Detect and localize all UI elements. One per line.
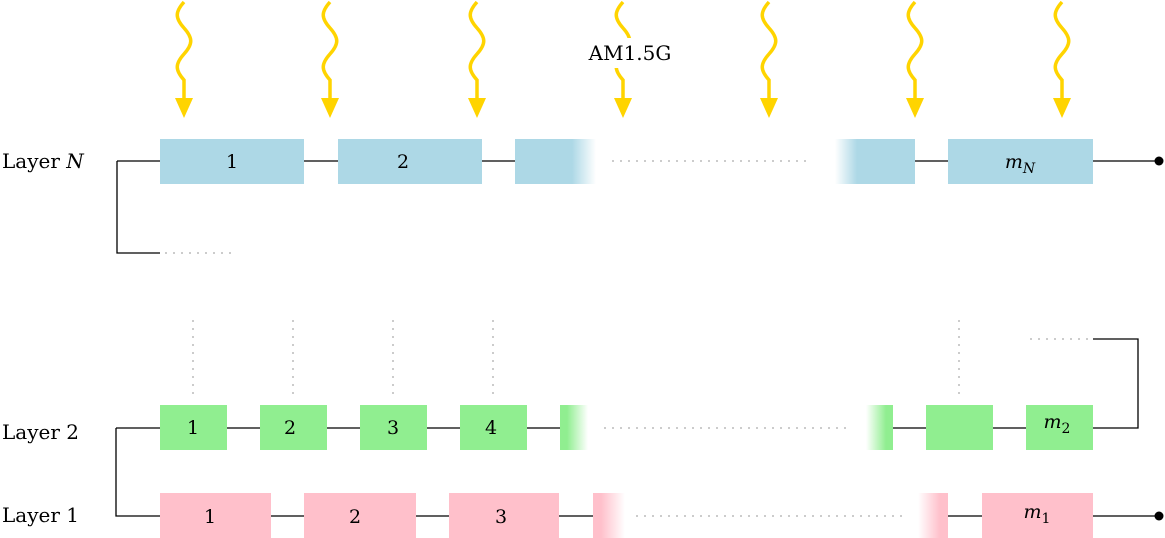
layer-n-cell-fade [835, 139, 857, 184]
layer-n-cell-label: 1 [226, 151, 238, 173]
layer-2-cell-label: 2 [284, 417, 296, 439]
layer-n-cell-label: 2 [397, 151, 409, 173]
layer-2-cell [360, 405, 427, 450]
photon-arrow-icon [321, 0, 339, 118]
layer-n-cell-fade [572, 139, 596, 184]
layer-1-cell-fade [918, 493, 940, 538]
layer-2-cell [926, 405, 993, 450]
photon-arrow-icon [760, 0, 778, 118]
layer-1-label: Layer 1 [2, 503, 79, 527]
layer-2-cell-partial [560, 405, 567, 450]
layer-2-cell-label-last: m2 [1044, 411, 1071, 437]
layer-2-label: Layer 2 [2, 420, 79, 444]
layer-n-cell-label-last: mN [1005, 151, 1036, 177]
layer-1-cell-label-last: m1 [1024, 501, 1051, 527]
illumination-label: AM1.5G [588, 41, 672, 65]
layer-n-cell-partial [857, 139, 915, 184]
layer-2-cell [160, 405, 227, 450]
layer-1-cell [304, 493, 416, 538]
layer-1-cell-label: 3 [495, 506, 507, 528]
layer-2-return-wire [1093, 338, 1139, 429]
layer-2-cell [1026, 405, 1093, 450]
layer-2-cell [260, 405, 327, 450]
layer-n-cell [338, 139, 482, 184]
layer-n-cell [948, 139, 1093, 184]
layer-1-cell-label: 1 [204, 506, 216, 528]
layer-n-cell [160, 139, 304, 184]
layer-n-cell-partial [515, 139, 572, 184]
layer-2-cell-fade [866, 405, 886, 450]
layer-n-terminal [1154, 156, 1164, 166]
layer-2-cell [460, 405, 527, 450]
layer-1-cell-label: 2 [349, 506, 361, 528]
layer-1-cell [982, 493, 1093, 538]
photon-arrow-icon [468, 0, 486, 118]
layer-1-cell [449, 493, 559, 538]
layer-1-series-wire [115, 428, 160, 517]
layer-2-cell-label: 3 [387, 417, 399, 439]
photon-arrow-icon [906, 0, 924, 118]
interlayer-dots [192, 320, 960, 398]
layer-2: Layer 2 1 2 3 4 m2 [2, 338, 1139, 450]
layer-1-cell-fade [601, 493, 625, 538]
layer-n: Layer N 1 2 mN [2, 139, 1164, 254]
layer-2-cell-label: 1 [187, 417, 199, 439]
sunlight-arrows [175, 0, 1071, 118]
layer-2-cell-partial [886, 405, 893, 450]
layer-1-cell [160, 493, 271, 538]
layer-1-terminal [1154, 511, 1164, 521]
layer-1-cell-partial [593, 493, 601, 538]
illumination-label-bg [580, 38, 680, 68]
layer-1-cell-partial [940, 493, 948, 538]
layer-2-cell-label: 4 [485, 417, 497, 439]
photon-arrow-icon [175, 0, 193, 118]
photon-arrow-icon [1053, 0, 1071, 118]
layer-n-return-wire [116, 161, 160, 254]
layer-n-label: Layer N [2, 149, 85, 173]
layer-2-cell-fade [567, 405, 588, 450]
layer-1: Layer 1 1 2 3 m1 [2, 428, 1164, 538]
